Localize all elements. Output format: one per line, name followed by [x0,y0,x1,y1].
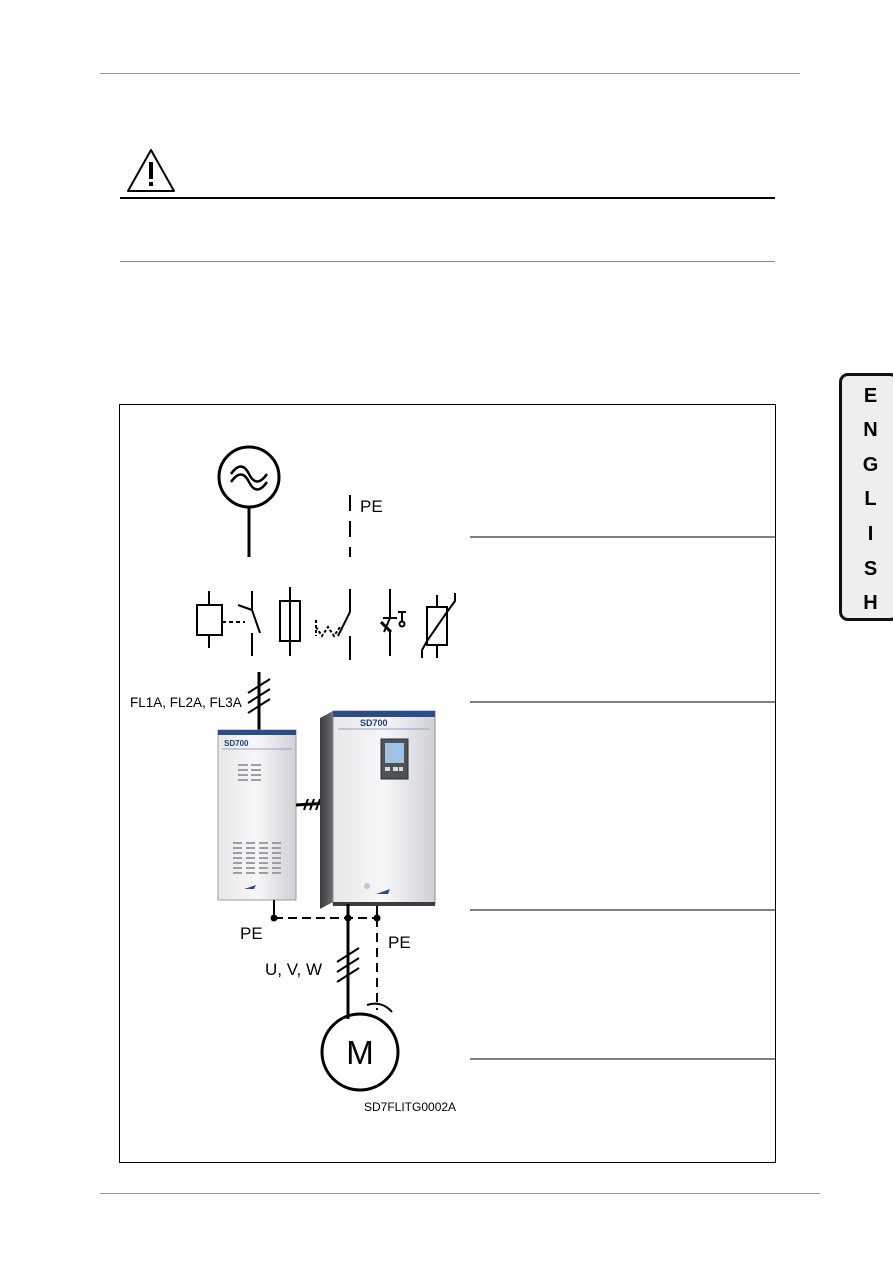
header-rule [100,73,800,74]
language-letter: L [864,488,877,510]
input-cable [247,672,271,730]
pe-right-label: PE [388,933,411,952]
drive-cabinet: SD700 [320,710,436,909]
surge-arrester-symbol [421,593,456,658]
ac-supply-symbol [217,445,281,557]
language-tab: E N G L I S H [839,373,893,621]
language-letter: H [863,592,878,614]
table-dividers [470,536,775,1060]
footer-rule [100,1193,820,1194]
earth-node [270,914,278,922]
earth-node [373,914,381,922]
warning-icon [127,149,175,192]
fuse-symbol [279,587,301,656]
drive-brand: SD700 [360,718,388,728]
section-rule [120,261,775,262]
disconnector-symbol [379,589,406,656]
figure-code: SD7FLITG0002A [364,1100,456,1114]
language-letter: G [862,454,879,476]
language-letter: S [863,558,878,580]
input-lines-label: FL1A, FL2A, FL3A [130,695,242,710]
contactor-symbol [196,591,261,656]
circuit-breaker-symbol [315,589,351,660]
language-letter: I [867,523,874,545]
motor-symbol: M [320,1012,400,1092]
pe-left-label: PE [240,924,263,943]
pe-label: PE [360,497,383,516]
motor-label: M [346,1034,374,1071]
filter-brand: SD700 [224,739,249,748]
output-lines-label: U, V, W [265,960,322,979]
language-letter: N [863,419,878,441]
language-letter: E [863,385,878,407]
warning-rule [120,197,775,199]
wiring-diagram: PE [130,445,775,1114]
output-cable [336,904,360,1019]
input-filter-cabinet: SD700 [217,729,297,901]
wiring-diagram-frame: PE [119,404,776,1163]
